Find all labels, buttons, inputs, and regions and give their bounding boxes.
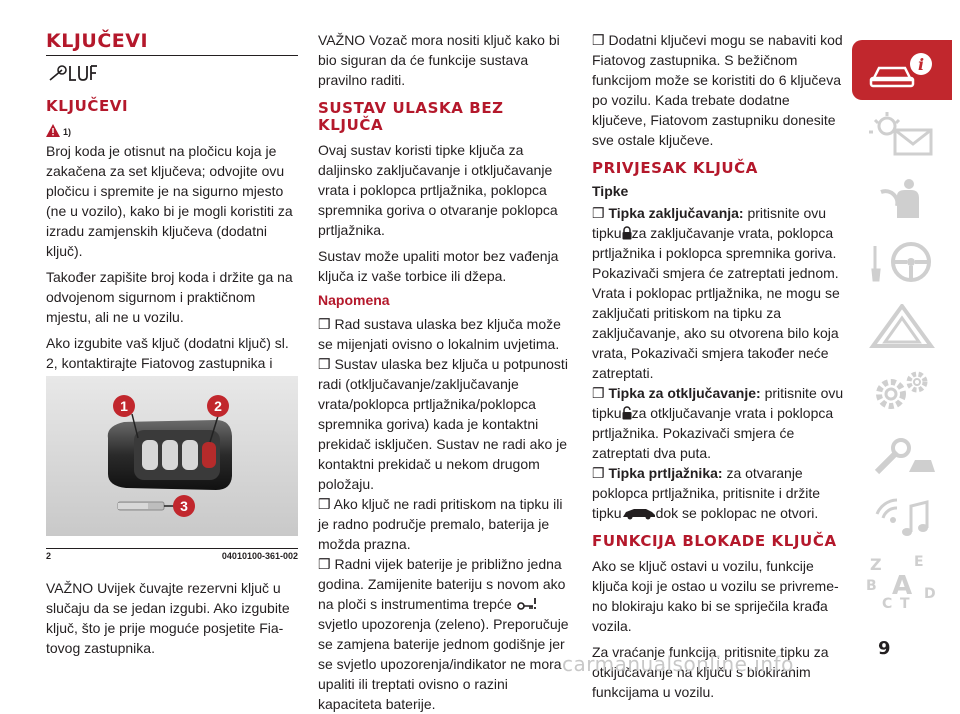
tab-index[interactable]: Z E B A C T D [852, 552, 952, 612]
buttons-heading: Tipke [592, 183, 629, 199]
section-heading: SUSTAV ULASKA BEZ KLJUČA [318, 99, 504, 134]
figure-number: 2 [46, 551, 52, 561]
unlock-icon [622, 406, 632, 420]
tab-maintenance[interactable] [852, 360, 952, 420]
alphabet-index-icon: Z E B A C T D [866, 554, 936, 610]
bullet-item: ❒ Rad sustava ulaska bez ključa može se … [318, 316, 561, 352]
fob-button [182, 440, 198, 470]
airbag-icon [880, 179, 919, 218]
chapter-sidebar: i Z E B A C T D [852, 40, 952, 616]
paragraph: Ovaj sustav koristi tipke ključa za dalj… [318, 142, 558, 238]
tab-car-info[interactable]: i [852, 40, 952, 100]
paragraph: Sustav može upaliti motor bez vađenja kl… [318, 248, 559, 284]
tab-lights-messages[interactable] [852, 104, 952, 164]
tab-technical-data[interactable] [852, 424, 952, 484]
bullet-item: ❒ Tipka zaključavanja: pritisnite ovu ti… [592, 205, 840, 381]
index-letter: A [892, 571, 912, 601]
bullet-item: ❒ Ako ključ ne radi pritiskom na tipku i… [318, 496, 563, 552]
paragraph: Također zapišite broj koda i držite ga n… [46, 269, 293, 325]
key-figure: 1 2 3 [46, 376, 298, 536]
index-letter: Z [870, 555, 882, 574]
lock-icon [622, 226, 632, 240]
section-heading: PRIVJESAK KLJUČA [592, 159, 758, 177]
car-trunk-icon [622, 509, 655, 520]
section-title: KLJUČEVI [46, 30, 298, 56]
fob-button-red [202, 442, 216, 468]
bullet-item: ❒ Dodatni ključevi mogu se nabaviti kod … [592, 32, 843, 148]
paragraph: Broj koda je otisnut na pločicu koja je … [46, 143, 293, 259]
index-letter: D [924, 586, 936, 602]
key-logo-icon [48, 62, 298, 88]
paragraph: Ako se ključ ostavi u vozilu, funkcije k… [592, 558, 839, 634]
paragraph: VAŽNO Uvijek čuvajte rezervni ključ u sl… [46, 580, 290, 656]
section-heading: FUNKCIJA BLOKADE KLJUČA [592, 532, 837, 550]
subsection-title: KLJUČEVI [46, 97, 129, 115]
tab-emergency[interactable] [852, 296, 952, 356]
tab-starting-driving[interactable] [852, 232, 952, 292]
index-letter: B [866, 578, 877, 594]
watermark: carmanualsonline.info [562, 652, 794, 676]
tab-multimedia[interactable] [852, 488, 952, 548]
note-heading: Napomena [318, 292, 390, 308]
svg-text:i: i [918, 55, 924, 74]
bullet-item: ❒ Tipka za otključavanje: pritisnite ovu… [592, 385, 844, 461]
paragraph: VAŽNO Vozač mora nositi ključ kako bi bi… [318, 32, 560, 88]
callout-1: 1 [120, 398, 128, 414]
callout-2: 2 [214, 398, 222, 414]
wrench-car-icon [874, 438, 935, 475]
warning-reference: 1) [46, 121, 298, 137]
column-1-bottom: VAŽNO Uvijek čuvajte rezervni ključ u sl… [46, 578, 298, 664]
emergency-triangle-icon [869, 304, 935, 348]
warning-number: 1) [63, 127, 72, 137]
column-2: VAŽNO Vozač mora nositi ključ kako bi bi… [318, 30, 570, 714]
callout-3: 3 [180, 498, 188, 514]
index-letter: C [882, 596, 892, 610]
bullet-item: ❒ Sustav ulaska bez ključa u potpunosti … [318, 356, 568, 492]
bullet-item: ❒ Tipka prtljažnika: za otvaranje poklop… [592, 465, 820, 521]
key-warning-light-icon [516, 598, 536, 610]
column-3: ❒ Dodatni ključevi mogu se nabaviti kod … [592, 30, 844, 708]
warning-triangle-icon [46, 124, 60, 137]
index-letter: T [900, 596, 910, 610]
figure-caption: 2 04010100-361-002 [46, 548, 298, 561]
car-info-icon: i [869, 53, 932, 88]
figure-code: 04010100-361-002 [221, 551, 298, 561]
multimedia-icon [875, 498, 929, 536]
fob-button [162, 440, 178, 470]
page-number: 9 [878, 638, 891, 659]
gears-icon [876, 371, 928, 409]
bullet-item: ❒ Radni vijek baterije je približno jedn… [318, 556, 569, 712]
index-letter: E [914, 554, 924, 570]
fob-button [142, 440, 158, 470]
steering-wheel-icon [871, 242, 931, 282]
warning-lights-icon [869, 112, 933, 156]
tab-safety[interactable] [852, 168, 952, 228]
